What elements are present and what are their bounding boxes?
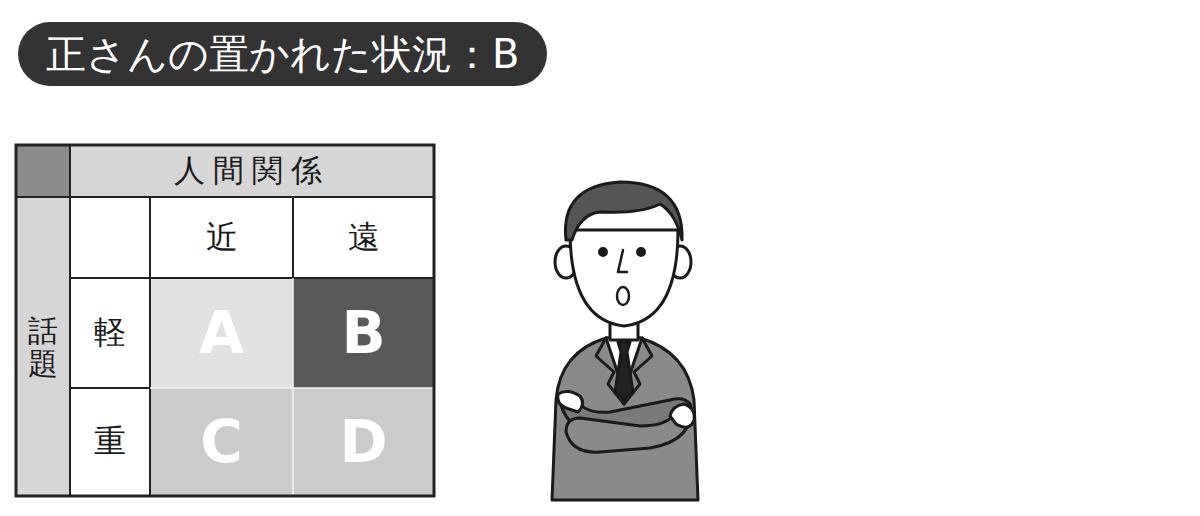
man-illustration — [552, 182, 698, 500]
row-head-column — [70, 278, 150, 496]
table-cell: 重 — [70, 388, 150, 496]
cell-d-ground — [293, 388, 434, 496]
row-header: 重 — [94, 420, 126, 464]
table-cell: C — [150, 388, 293, 496]
quadrant-letter: A — [199, 299, 244, 367]
table-cell: D — [293, 388, 434, 496]
table-cell: B — [293, 278, 434, 388]
side-band — [16, 197, 70, 496]
row-header: 軽 — [94, 311, 126, 355]
quadrant-letter: D — [339, 408, 387, 476]
table-cell: 人間関係 — [70, 145, 434, 197]
table-cell: 遠 — [293, 197, 434, 278]
column-header: 近 — [206, 216, 238, 260]
table-cell: 近 — [150, 197, 293, 278]
table-cell: 話題 — [16, 197, 70, 496]
title-pill: 正さんの置かれた状況：B — [18, 22, 547, 86]
table-cell: 軽 — [70, 278, 150, 388]
corner-cell — [16, 145, 70, 197]
axis-header: 人間関係 — [174, 150, 330, 192]
cell-a-ground — [150, 278, 293, 388]
cell-b-ground — [293, 278, 434, 388]
header-band — [70, 145, 434, 197]
matrix-border — [16, 145, 434, 496]
inner-grid — [150, 278, 434, 496]
table-cell: A — [150, 278, 293, 388]
column-header: 遠 — [348, 216, 380, 260]
quadrant-letter: B — [341, 299, 385, 367]
cell-c-ground — [150, 388, 293, 496]
grid-lines — [16, 145, 434, 496]
column-head-row — [70, 197, 434, 278]
quadrant-letter: C — [200, 408, 243, 476]
axis-header: 話題 — [28, 314, 58, 380]
